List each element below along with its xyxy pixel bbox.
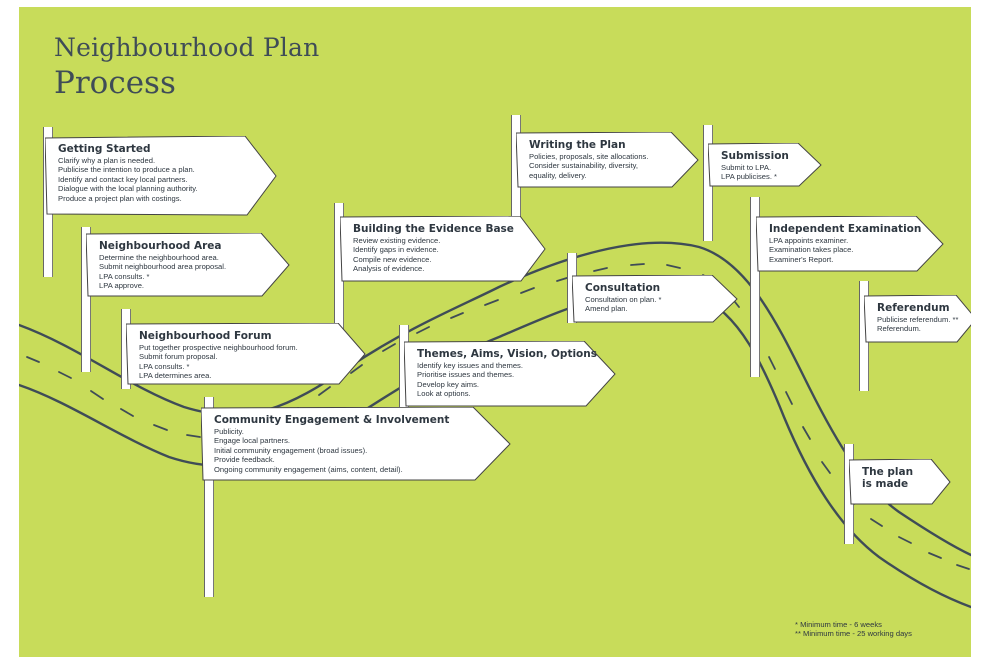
step-line: Publicise the intention to produce a pla… xyxy=(58,165,195,175)
step-title: Referendum xyxy=(877,302,950,314)
step-line: Initial community engagement (broad issu… xyxy=(214,445,368,455)
step-title: Community Engagement & Involvement xyxy=(214,414,450,426)
sign-neighbourhood-area: Neighbourhood Area Determine the neighbo… xyxy=(86,233,290,297)
sign-neighbourhood-forum: Neighbourhood Forum Put together prospec… xyxy=(126,323,366,385)
sign-examination: Independent Examination LPA appoints exa… xyxy=(756,216,944,272)
step-line: Identify key issues and themes. xyxy=(417,361,523,370)
step-title: Consultation xyxy=(585,282,661,294)
road-dashes xyxy=(26,263,970,570)
step-line: Identify and contact key local partners. xyxy=(58,174,188,184)
step-line: Ongoing community engagement (aims, cont… xyxy=(214,464,403,474)
step-line: Policies, proposals, site allocations. xyxy=(529,152,649,161)
step-line: Publicise referendum. ** xyxy=(877,315,959,324)
step-line: LPA publicises. * xyxy=(721,172,777,182)
step-line: Develop key aims. xyxy=(417,379,480,389)
step-line: Provide feedback. xyxy=(214,455,275,465)
sign-evidence-base: Building the Evidence Base Review existi… xyxy=(340,216,546,282)
step-line: Consultation on plan. * xyxy=(585,295,662,304)
step-line: Submit neighbourhood area proposal. xyxy=(99,262,227,272)
step-line: Clarify why a plan is needed. xyxy=(58,156,156,165)
step-line: LPA consults. * xyxy=(99,271,150,281)
footnote-double: ** Minimum time - 25 working days xyxy=(795,629,912,638)
sign-community-engagement: Community Engagement & Involvement Publi… xyxy=(201,407,511,481)
step-title: Getting Started xyxy=(58,143,151,155)
sign-consultation: Consultation Consultation on plan. * Ame… xyxy=(572,275,738,323)
footnote-single: * Minimum time - 6 weeks xyxy=(795,620,882,629)
step-title: Neighbourhood Area xyxy=(99,240,222,252)
poster: Neighbourhood Plan Process Getting xyxy=(19,7,971,657)
step-title: Neighbourhood Forum xyxy=(139,330,272,342)
step-line: Produce a project plan with costings. xyxy=(58,193,182,203)
step-line: LPA determines area. xyxy=(139,371,212,381)
sign-writing: Writing the Plan Policies, proposals, si… xyxy=(516,132,699,188)
step-title: Independent Examination xyxy=(769,223,922,235)
step-line: Submit forum proposal. xyxy=(139,352,218,362)
step-line: Engage local partners. xyxy=(214,436,290,446)
step-line: Put together prospective neighbourhood f… xyxy=(139,343,298,352)
step-line: Determine the neighbourhood area. xyxy=(99,253,219,262)
title-line-2: Process xyxy=(54,65,176,101)
step-line: Analysis of evidence. xyxy=(353,264,425,274)
step-line: Referendum. xyxy=(877,324,921,334)
step-title: Submission xyxy=(721,150,789,162)
step-line: Amend plan. xyxy=(585,304,628,314)
title-line-1: Neighbourhood Plan xyxy=(54,33,320,62)
step-line: Look at options. xyxy=(417,389,471,399)
step-title: Writing the Plan xyxy=(529,139,626,151)
post-examination xyxy=(750,197,760,377)
step-line: Prioritise issues and themes. xyxy=(417,370,515,380)
step-title: Themes, Aims, Vision, Options xyxy=(417,348,597,360)
sign-referendum: Referendum Publicise referendum. ** Refe… xyxy=(864,295,971,343)
step-line: LPA appoints examiner. xyxy=(769,236,849,245)
step-line: equality, delivery. xyxy=(529,170,587,180)
sign-themes: Themes, Aims, Vision, Options Identify k… xyxy=(404,341,616,407)
step-line: Identify gaps in evidence. xyxy=(353,245,439,255)
step-line: Dialogue with the local planning authori… xyxy=(58,184,198,194)
step-line: Review existing evidence. xyxy=(353,236,441,245)
step-line: Examination takes place. xyxy=(769,245,854,255)
step-line: Publicity. xyxy=(214,427,244,436)
post-neighbourhood-area xyxy=(81,227,91,372)
step-title: is made xyxy=(862,478,909,490)
step-title: The plan xyxy=(862,466,914,478)
step-line: LPA approve. xyxy=(99,281,145,291)
post-community xyxy=(204,397,214,597)
sign-submission: Submission Submit to LPA. LPA publicises… xyxy=(708,143,822,187)
step-line: Consider sustainability, diversity, xyxy=(529,161,639,171)
sign-getting-started: Getting Started Clarify why a plan is ne… xyxy=(45,136,277,216)
step-title: Building the Evidence Base xyxy=(353,223,514,235)
step-line: Compile new evidence. xyxy=(353,254,432,264)
step-line: Examiner's Report. xyxy=(769,254,834,264)
step-line: LPA consults. * xyxy=(139,361,190,371)
step-line: Submit to LPA. xyxy=(721,163,772,172)
sign-plan-made: The plan is made xyxy=(849,459,951,505)
